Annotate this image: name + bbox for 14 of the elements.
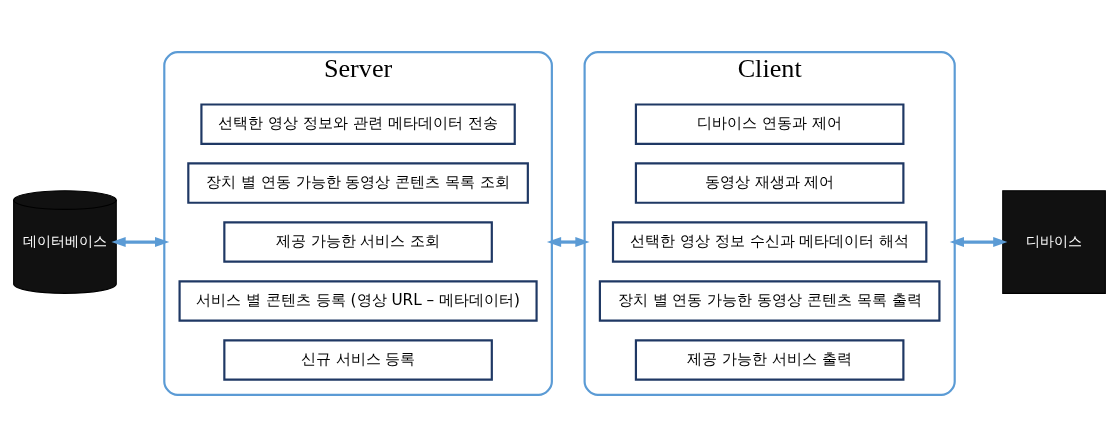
node-box: 디바이스 연동과 제어 xyxy=(634,103,905,145)
node-box: 제공 가능한 서비스 조회 xyxy=(223,221,493,263)
node-box: 선택한 영상 정보 수신과 메타데이터 해석 xyxy=(611,221,928,263)
node-box: 서비스 별 콘텐츠 등록 (영상 URL – 메타데이터) xyxy=(178,280,538,322)
node-box: 장치 별 연동 가능한 동영상 콘텐츠 목록 출력 xyxy=(598,280,941,322)
node-box: 선택한 영상 정보와 관련 메타데이터 전송 xyxy=(200,103,516,145)
arrow xyxy=(111,237,170,248)
arrow xyxy=(546,237,590,248)
node-box: 신규 서비스 등록 xyxy=(223,339,493,381)
node-box: 동영상 재생과 제어 xyxy=(634,162,905,204)
node-box: 디바이스 xyxy=(1002,190,1106,294)
node-box: 제공 가능한 서비스 출력 xyxy=(634,339,905,381)
arrow xyxy=(949,237,1008,248)
node-box: 장치 별 연동 가능한 동영상 콘텐츠 목록 조회 xyxy=(187,162,529,204)
